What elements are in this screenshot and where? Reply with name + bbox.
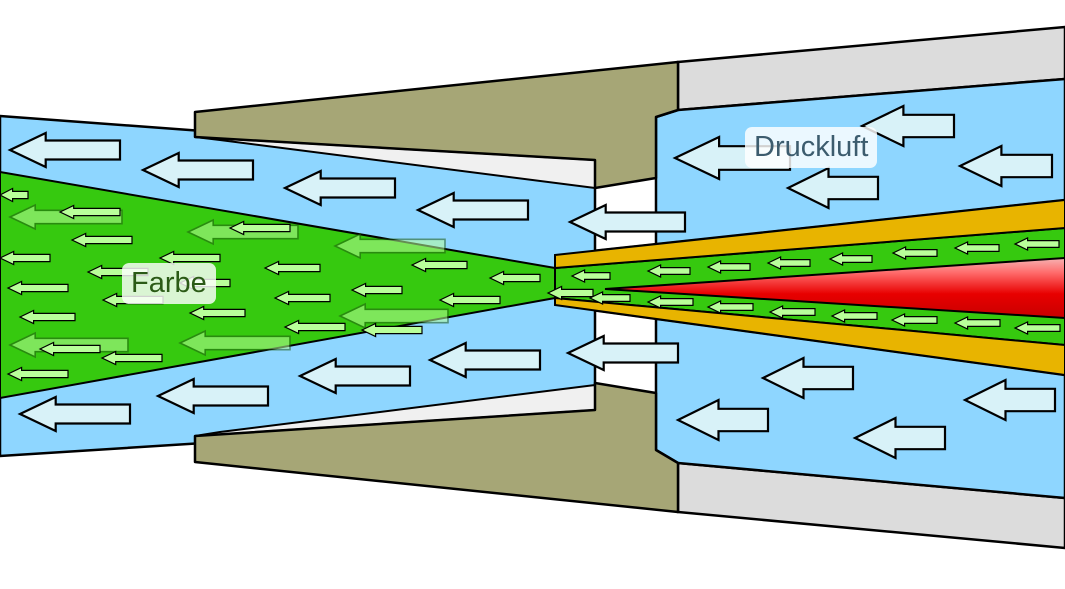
air-arrow-icon [297,357,412,395]
air-arrow-icon [957,144,1054,188]
paint-arrow-icon [188,305,246,321]
paint-arrow-icon [360,322,423,338]
air-arrow-icon [785,166,880,210]
paint-arrow-icon [830,309,878,323]
air-arrow-icon [760,356,855,400]
air-cap-top [193,60,680,190]
paint-arrow-icon [6,280,69,296]
paint-arrow-icon [588,291,631,305]
air-arrow-icon [7,131,122,169]
paint-arrow-icon [0,187,29,203]
paint-arrow-icon [706,260,751,274]
paint-arrow-icon [338,302,449,330]
air-arrow-icon [565,334,680,372]
paint-arrow-icon [766,256,811,270]
paint-arrow-icon [768,305,816,319]
paint-arrow-icon [263,260,321,276]
paint-arrow-icon [1013,321,1061,335]
paint-arrow-icon [646,295,694,309]
air-arrow-icon [427,341,542,379]
paint-nozzle-top [554,198,1065,270]
paint-arrow-icon [1013,237,1060,251]
paint-arrow-icon [438,292,501,308]
paint-arrow-icon [0,250,51,266]
paint-nozzle-bottom [554,296,1065,377]
paint-arrow-icon [828,252,873,266]
paint-arrow-icon [410,257,468,273]
paint-label: Farbe [122,263,216,304]
air-arrow-icon [17,395,132,433]
paint-arrow-icon [38,341,101,357]
paint-arrow-icon [333,232,446,260]
paint-arrow-icon [646,264,691,278]
paint-arrow-icon [546,285,594,301]
air-arrow-icon [859,104,956,148]
needle-icon [604,256,1065,320]
paint-arrow-icon [890,313,938,327]
paint-arrow-icon [178,329,291,357]
paint-arrow-icon [273,290,331,306]
paint-arrow-icon [953,316,1001,330]
paint-arrow-icon [283,319,346,335]
paint-arrow-icon [953,241,1000,255]
air-arrow-icon [675,398,770,442]
air-cap-bottom [193,381,680,514]
air-arrow-icon [415,191,530,229]
paint-arrow-icon [58,204,121,220]
paint-arrow-icon [70,232,133,248]
paint-arrow-icon [6,366,69,382]
air-arrow-icon [140,151,255,189]
paint-arrow-icon [488,270,541,286]
paint-arrow-icon [100,350,163,366]
air-arrow-icon [852,416,947,460]
paint-arrow-icon [891,246,938,260]
air-arrow-icon [155,377,270,415]
paint-arrow-icon [706,300,754,314]
air-arrow-icon [567,203,687,241]
paint-arrow-icon [350,282,403,298]
paint-arrow-icon [570,269,611,283]
paint-arrow-icon [228,220,291,236]
air-arrow-icon [282,169,397,207]
air-arrow-icon [962,378,1057,422]
paint-arrow-icon [18,309,76,325]
compressed-air-label: Druckluft [745,127,878,168]
